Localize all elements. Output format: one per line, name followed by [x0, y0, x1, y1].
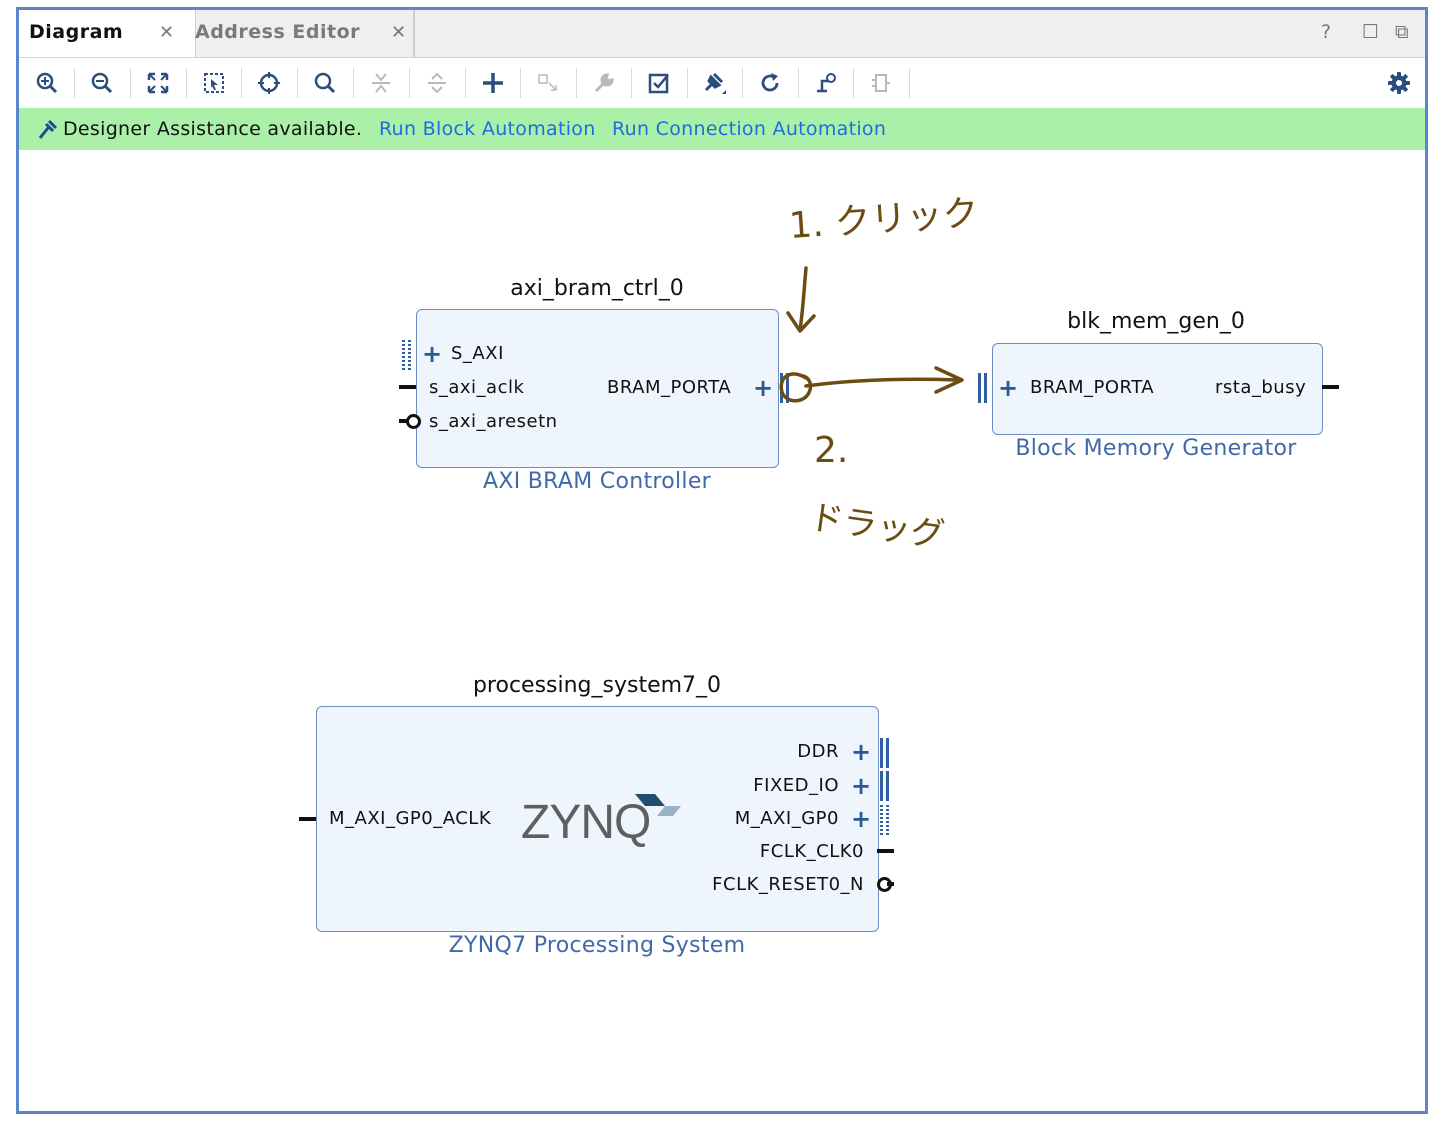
expand-icon[interactable]	[419, 65, 455, 101]
ip-type-name: ZYNQ7 Processing System	[448, 933, 746, 958]
designer-assistance-bar: Designer Assistance available. Run Block…	[19, 108, 1425, 150]
port-stub-s-axi-aresetn[interactable]	[399, 419, 409, 423]
optimize-routing-icon[interactable]	[808, 65, 844, 101]
ip-type-name: Block Memory Generator	[1015, 436, 1297, 461]
tab-diagram-label: Diagram	[29, 21, 124, 43]
tab-bar: Diagram ✕ Address Editor ✕ ? ☐ ⧉	[19, 10, 1425, 58]
toolbar-separator	[74, 68, 75, 98]
toolbar-separator	[576, 68, 577, 98]
zynq-logo: ZYNQ	[521, 796, 651, 849]
port-fclk-reset0-n: FCLK_RESET0_N	[712, 874, 864, 895]
zynq-logo-mark-icon	[631, 792, 683, 822]
tab-address-editor-label: Address Editor	[195, 21, 360, 43]
toolbar-separator	[631, 68, 632, 98]
close-icon[interactable]: ✕	[159, 22, 175, 43]
bram-porta-bus-connector[interactable]	[977, 373, 991, 403]
toolbar-separator	[297, 68, 298, 98]
restore-icon[interactable]: ☐	[1362, 21, 1380, 43]
zoom-out-icon[interactable]	[84, 65, 120, 101]
add-ip-icon[interactable]	[475, 65, 511, 101]
zoom-area-icon[interactable]	[196, 65, 232, 101]
help-icon[interactable]: ?	[1321, 21, 1332, 43]
designer-assistance-message: Designer Assistance available.	[63, 118, 363, 140]
port-s-axi: S_AXI	[451, 343, 504, 364]
port-ddr: DDR	[797, 741, 839, 762]
ddr-bus-connector[interactable]	[879, 738, 893, 768]
toolbar-separator	[687, 68, 688, 98]
toolbar-separator	[798, 68, 799, 98]
port-rsta-busy: rsta_busy	[1215, 377, 1307, 398]
regenerate-icon[interactable]	[752, 65, 788, 101]
m-axi-gp0-bus-connector[interactable]	[879, 805, 893, 835]
toolbar-separator	[409, 68, 410, 98]
port-fixed-io: FIXED_IO	[753, 775, 839, 796]
port-s-axi-aresetn: s_axi_aresetn	[429, 411, 558, 432]
port-stub-fclk-reset0-n[interactable]	[887, 882, 894, 886]
run-block-automation-link[interactable]: Run Block Automation	[379, 118, 596, 140]
expand-port-icon[interactable]: +	[422, 340, 443, 368]
make-connection-icon[interactable]	[530, 65, 566, 101]
close-icon[interactable]: ✕	[391, 22, 407, 43]
pin-icon[interactable]	[697, 65, 733, 101]
toolbar-separator	[130, 68, 131, 98]
fit-view-icon[interactable]	[140, 65, 176, 101]
tab-diagram[interactable]: Diagram ✕	[19, 10, 196, 57]
port-m-axi-gp0-aclk: M_AXI_GP0_ACLK	[329, 808, 492, 829]
diagram-canvas[interactable]: axi_bram_ctrl_0 + S_AXI s_axi_aclk s_axi…	[19, 151, 1425, 1111]
expand-port-icon[interactable]: +	[998, 374, 1019, 402]
toolbar-separator	[853, 68, 854, 98]
toolbar-separator	[353, 68, 354, 98]
expand-port-icon[interactable]: +	[851, 772, 872, 800]
toolbar-separator	[742, 68, 743, 98]
fixed-io-bus-connector[interactable]	[879, 771, 893, 801]
toolbar	[19, 58, 1425, 109]
active-low-bubble-icon	[406, 414, 421, 429]
toolbar-separator	[186, 68, 187, 98]
ip-type-name: AXI BRAM Controller	[482, 469, 712, 494]
float-icon[interactable]: ⧉	[1395, 21, 1409, 43]
port-stub-m-axi-gp0-aclk[interactable]	[299, 817, 316, 821]
toolbar-separator	[520, 68, 521, 98]
axi-bram-ctrl-block[interactable]	[416, 309, 779, 468]
bram-porta-bus-connector[interactable]	[779, 373, 793, 403]
expand-port-icon[interactable]: +	[753, 374, 774, 402]
settings-icon[interactable]	[1381, 65, 1417, 101]
port-bram-porta: BRAM_PORTA	[1030, 377, 1155, 398]
center-icon[interactable]	[251, 65, 287, 101]
block-instance-name: blk_mem_gen_0	[1067, 309, 1245, 334]
validate-icon[interactable]	[641, 65, 677, 101]
toolbar-separator	[241, 68, 242, 98]
expand-port-icon[interactable]: +	[851, 738, 872, 766]
designer-assistance-icon	[37, 118, 59, 145]
port-stub-s-axi-aclk[interactable]	[399, 385, 416, 389]
port-m-axi-gp0: M_AXI_GP0	[734, 808, 839, 829]
toolbar-separator	[909, 68, 910, 98]
port-fclk-clk0: FCLK_CLK0	[759, 841, 864, 862]
port-stub-rsta-busy[interactable]	[1322, 385, 1339, 389]
s-axi-bus-connector[interactable]	[401, 340, 415, 370]
properties-icon[interactable]	[586, 65, 622, 101]
zoom-in-icon[interactable]	[29, 65, 65, 101]
port-stub-fclk-clk0[interactable]	[877, 849, 894, 853]
toolbar-separator	[465, 68, 466, 98]
search-icon[interactable]	[307, 65, 343, 101]
expand-port-icon[interactable]: +	[851, 805, 872, 833]
create-hierarchy-icon[interactable]	[863, 65, 899, 101]
tab-address-editor[interactable]: Address Editor ✕	[195, 10, 415, 57]
block-instance-name: processing_system7_0	[472, 673, 722, 698]
block-instance-name: axi_bram_ctrl_0	[510, 276, 684, 301]
run-connection-automation-link[interactable]: Run Connection Automation	[612, 118, 887, 140]
blk-mem-gen-block[interactable]	[992, 343, 1323, 435]
block-design-window: Diagram ✕ Address Editor ✕ ? ☐ ⧉	[16, 7, 1428, 1114]
port-bram-porta: BRAM_PORTA	[607, 377, 732, 398]
collapse-icon[interactable]	[363, 65, 399, 101]
port-s-axi-aclk: s_axi_aclk	[429, 377, 525, 398]
processing-system7-block[interactable]	[316, 706, 879, 932]
